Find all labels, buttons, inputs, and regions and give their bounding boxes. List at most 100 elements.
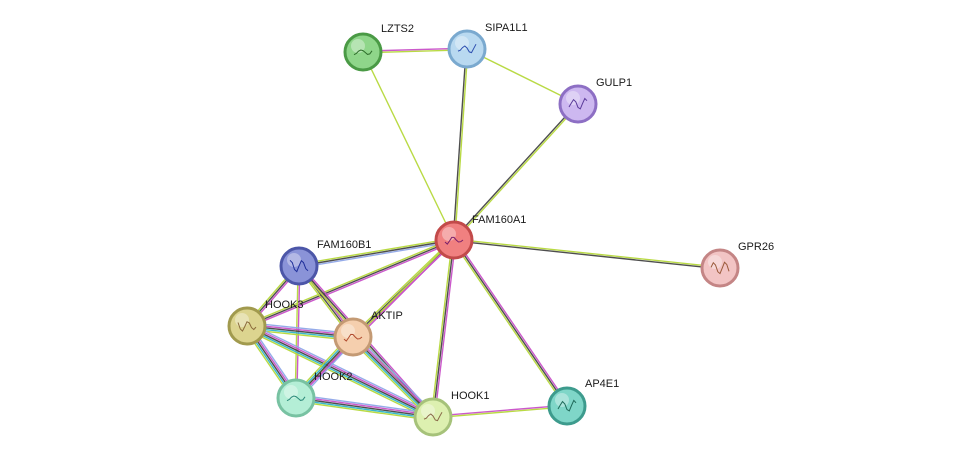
node-circle bbox=[227, 306, 267, 346]
node-label-hook2: HOOK2 bbox=[314, 371, 353, 383]
edge-evidence-line bbox=[351, 238, 454, 337]
protein-structure-icon bbox=[343, 333, 363, 342]
edge-lzts2-fam160a1 bbox=[362, 51, 455, 241]
edge-evidence-line bbox=[453, 240, 720, 270]
node-circle bbox=[447, 29, 487, 69]
edge-evidence-line bbox=[454, 104, 580, 242]
edge-hook2-hook1 bbox=[295, 393, 434, 422]
edge-evidence-line bbox=[454, 238, 569, 406]
edge-fam160a1-fam160b1 bbox=[298, 237, 455, 269]
node-highlight bbox=[351, 39, 365, 53]
node-label-ap4e1: AP4E1 bbox=[585, 378, 619, 390]
protein-structure-icon bbox=[289, 259, 309, 273]
edge-hook3-hook1 bbox=[245, 322, 435, 421]
edge-evidence-line bbox=[245, 328, 432, 421]
protein-structure-icon bbox=[353, 49, 373, 56]
edge-sipa1l1-fam160a1 bbox=[452, 48, 469, 241]
node-gulp1[interactable]: GULP1 bbox=[558, 77, 632, 124]
node-fam160a1[interactable]: FAM160A1 bbox=[434, 214, 526, 260]
edge-evidence-line bbox=[296, 393, 434, 415]
node-hook2[interactable]: HOOK2 bbox=[276, 371, 353, 418]
edge-evidence-line bbox=[248, 322, 435, 415]
edge-evidence-line bbox=[294, 265, 299, 398]
edge-evidence-line bbox=[245, 326, 433, 420]
node-sipa1l1[interactable]: SIPA1L1 bbox=[447, 22, 528, 69]
edge-evidence-line bbox=[295, 397, 434, 418]
node-highlight bbox=[287, 253, 301, 267]
protein-structure-icon bbox=[557, 399, 577, 412]
protein-structure-icon bbox=[423, 411, 443, 422]
protein-structure-icon bbox=[286, 395, 306, 402]
edge-hook1-ap4e1 bbox=[432, 404, 568, 419]
edge-evidence-line bbox=[298, 237, 454, 266]
edge-evidence-line bbox=[452, 102, 578, 240]
edge-evidence-line bbox=[299, 240, 455, 269]
node-aktip[interactable]: AKTIP bbox=[333, 310, 403, 357]
edge-evidence-line bbox=[247, 323, 435, 417]
edge-evidence-line bbox=[295, 398, 433, 420]
edge-evidence-line bbox=[453, 239, 568, 407]
node-label-fam160a1: FAM160A1 bbox=[472, 214, 526, 226]
node-highlight bbox=[442, 227, 456, 241]
edge-layer bbox=[243, 47, 721, 422]
protein-structure-icon bbox=[710, 261, 730, 275]
node-label-fam160b1: FAM160B1 bbox=[317, 239, 371, 251]
edge-evidence-line bbox=[430, 239, 454, 417]
node-label-gpr26: GPR26 bbox=[738, 241, 774, 253]
edge-evidence-line bbox=[246, 325, 434, 418]
edge-evidence-line bbox=[432, 404, 567, 417]
node-label-sipa1l1: SIPA1L1 bbox=[485, 22, 528, 34]
node-fam160b1[interactable]: FAM160B1 bbox=[279, 239, 371, 286]
edge-evidence-line bbox=[246, 239, 455, 327]
node-ap4e1[interactable]: AP4E1 bbox=[547, 378, 619, 426]
edge-gulp1-fam160a1 bbox=[452, 102, 580, 242]
node-highlight bbox=[284, 385, 298, 399]
node-circle bbox=[547, 386, 587, 426]
edge-fam160a1-hook3 bbox=[246, 237, 455, 329]
edge-evidence-line bbox=[452, 240, 567, 408]
edge-evidence-line bbox=[454, 238, 721, 268]
edge-evidence-line bbox=[454, 49, 469, 241]
edge-fam160a1-ap4e1 bbox=[452, 238, 569, 408]
node-circle bbox=[333, 317, 373, 357]
protein-structure-icon bbox=[444, 236, 464, 245]
node-circle bbox=[276, 378, 316, 418]
protein-structure-icon bbox=[457, 43, 477, 54]
node-hook1[interactable]: HOOK1 bbox=[413, 390, 490, 437]
edge-evidence-line bbox=[433, 240, 457, 418]
node-circle bbox=[700, 248, 740, 288]
node-label-aktip: AKTIP bbox=[371, 310, 403, 322]
node-hook3[interactable]: HOOK3 bbox=[227, 299, 304, 346]
node-highlight bbox=[341, 324, 355, 338]
edge-evidence-line bbox=[433, 406, 568, 419]
edge-sipa1l1-gulp1 bbox=[466, 48, 579, 105]
edge-fam160a1-hook1 bbox=[430, 239, 457, 418]
edge-fam160a1-gpr26 bbox=[453, 238, 721, 270]
node-label-gulp1: GULP1 bbox=[596, 77, 632, 89]
node-highlight bbox=[235, 313, 249, 327]
edge-evidence-line bbox=[246, 237, 454, 326]
node-highlight bbox=[566, 91, 580, 105]
node-circle bbox=[343, 32, 383, 72]
edge-evidence-line bbox=[247, 240, 455, 329]
edge-evidence-line bbox=[298, 239, 455, 267]
node-highlight bbox=[555, 393, 569, 407]
edge-evidence-line bbox=[362, 51, 455, 241]
protein-structure-icon bbox=[568, 97, 588, 110]
node-label-lzts2: LZTS2 bbox=[381, 23, 414, 35]
node-circle bbox=[434, 220, 474, 260]
node-circle bbox=[558, 84, 598, 124]
node-label-hook1: HOOK1 bbox=[451, 390, 490, 402]
edge-evidence-line bbox=[295, 400, 433, 422]
edge-evidence-line bbox=[452, 48, 467, 240]
edge-evidence-line bbox=[432, 239, 455, 418]
node-label-hook3: HOOK3 bbox=[265, 299, 304, 311]
edge-evidence-line bbox=[466, 48, 579, 105]
node-lzts2[interactable]: LZTS2 bbox=[343, 23, 414, 72]
node-highlight bbox=[708, 255, 722, 269]
node-gpr26[interactable]: GPR26 bbox=[700, 241, 774, 288]
protein-structure-icon bbox=[237, 321, 257, 332]
